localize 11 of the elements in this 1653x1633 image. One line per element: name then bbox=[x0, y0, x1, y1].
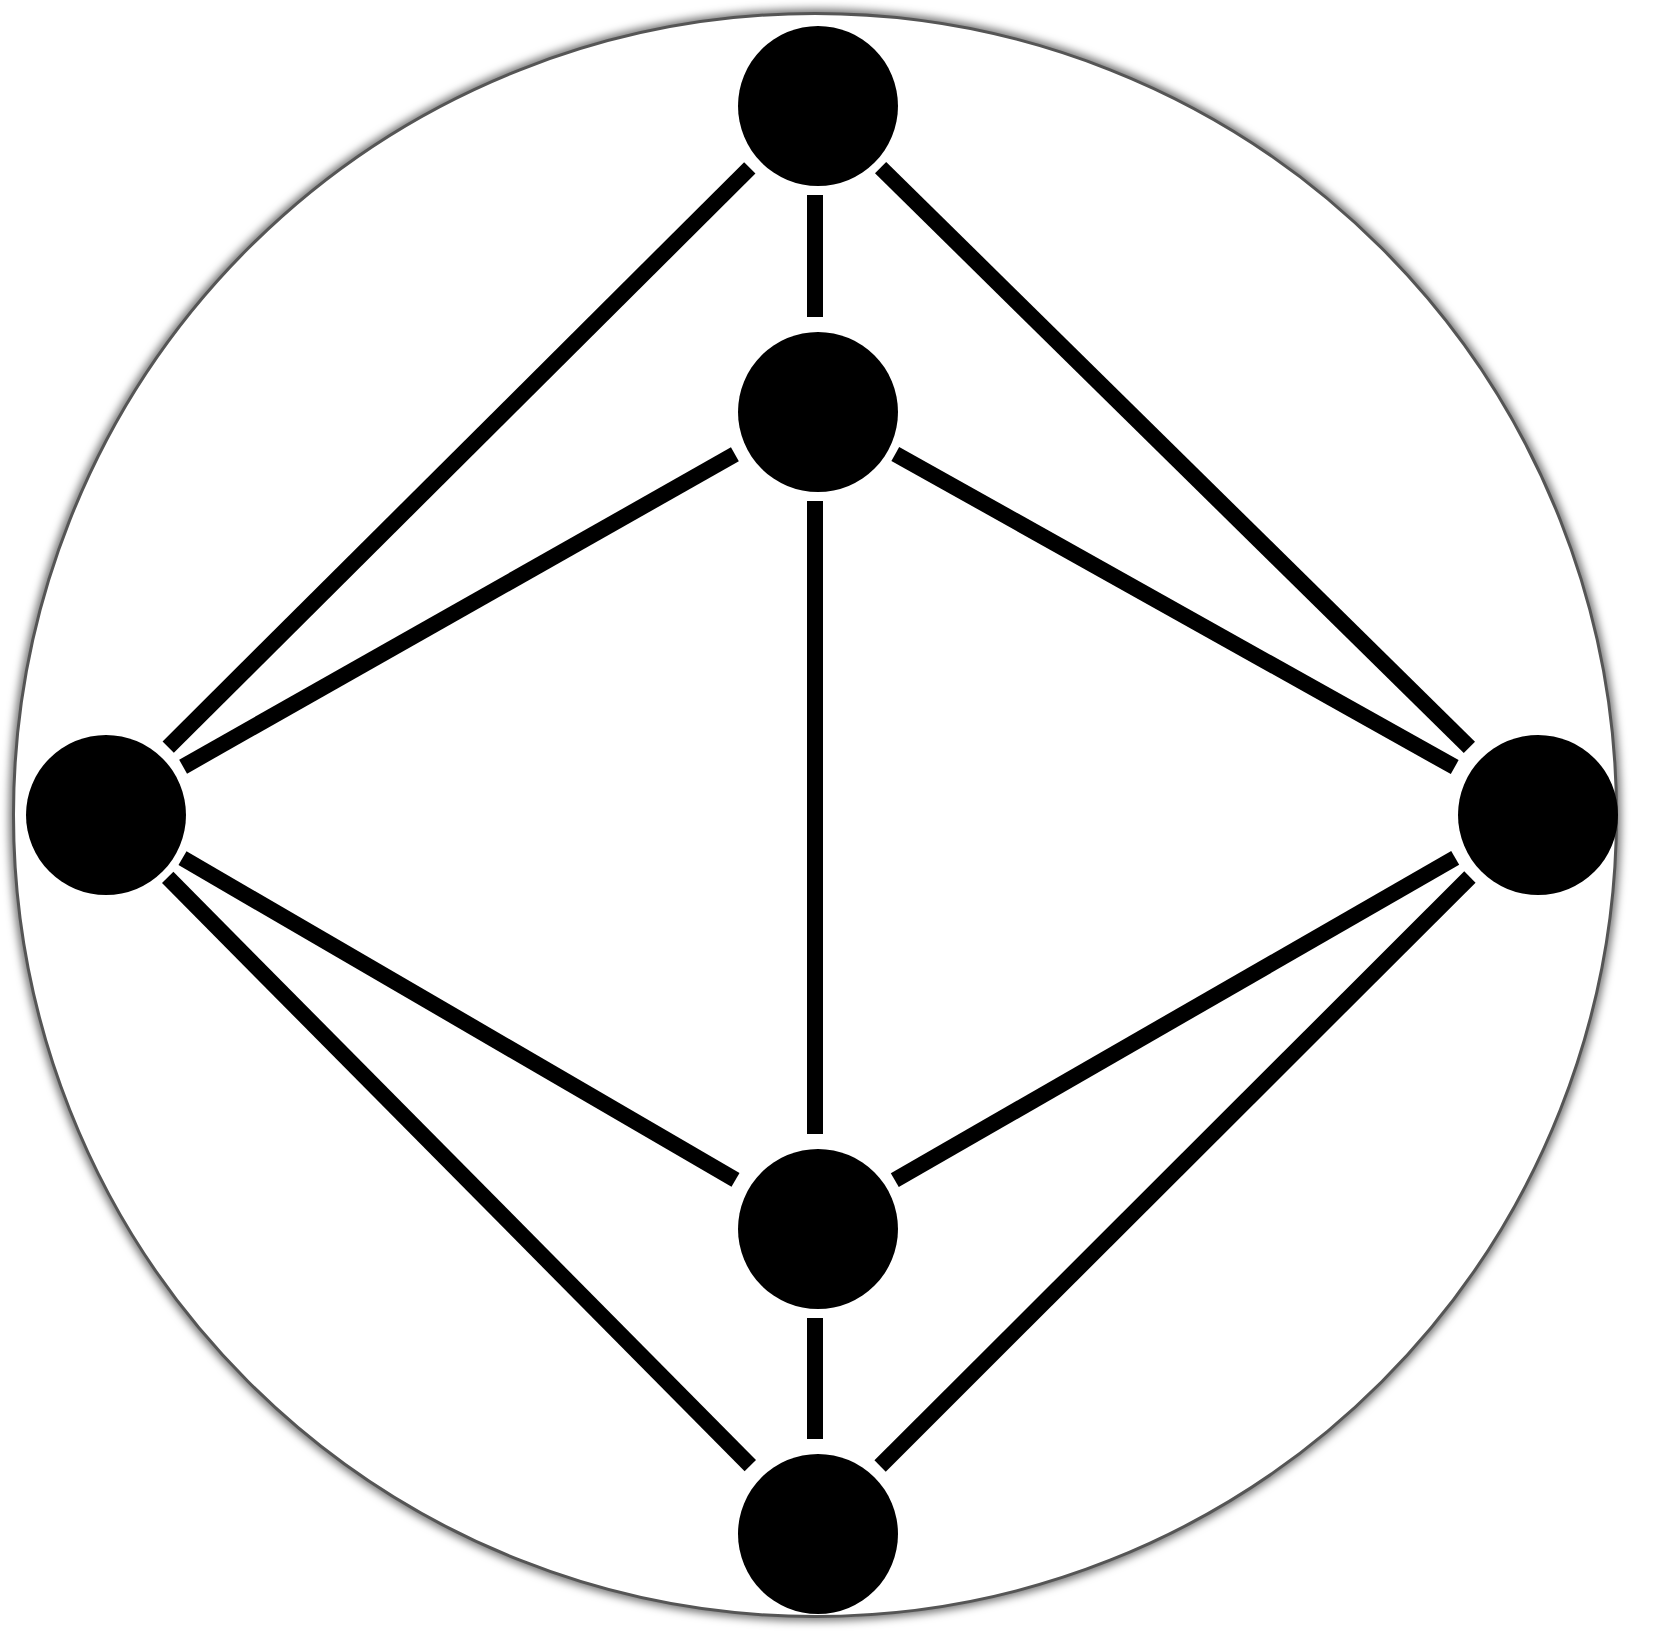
connector-line bbox=[162, 871, 756, 1472]
connector-line bbox=[890, 850, 1460, 1188]
connector-line bbox=[807, 501, 823, 1134]
connector-line bbox=[162, 162, 756, 753]
connector-line bbox=[807, 1318, 823, 1439]
connector-line bbox=[178, 851, 740, 1187]
connector-line bbox=[891, 446, 1459, 775]
connector-line bbox=[179, 447, 739, 774]
connector-line bbox=[874, 871, 1476, 1472]
connector-line bbox=[875, 161, 1475, 754]
connector-line bbox=[807, 195, 823, 317]
